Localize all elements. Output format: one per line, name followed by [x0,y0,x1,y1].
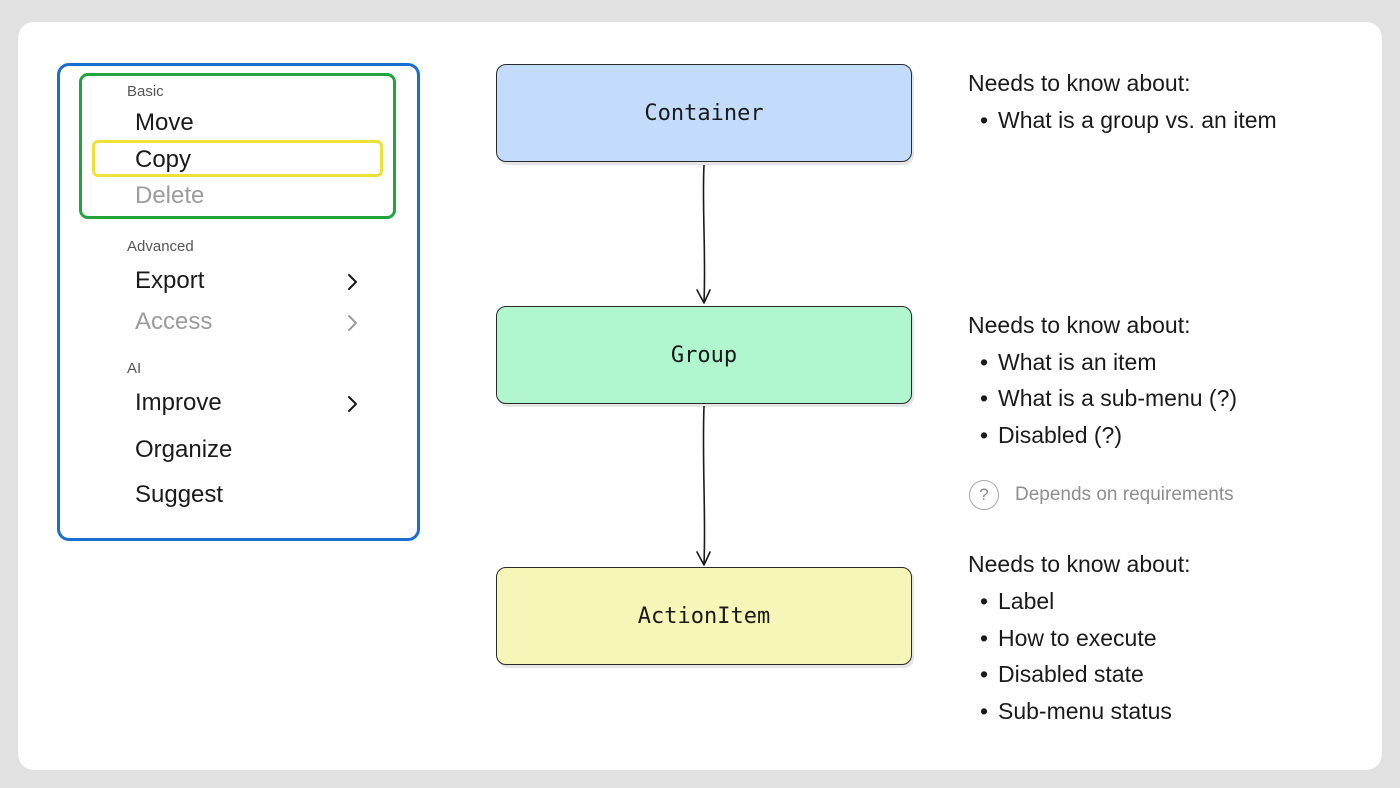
section-label-ai: AI [127,360,142,377]
menu-item-access: Access [135,308,213,335]
menu-item-organize[interactable]: Organize [135,436,233,463]
chevron-right-icon [348,396,357,412]
menu-item-move[interactable]: Move [135,109,194,136]
note-bullet: •Sub-menu status [980,698,1172,724]
legend-text: Depends on requirements [1015,484,1234,505]
menu-item-delete: Delete [135,182,205,209]
legend: ? Depends on requirements [969,480,1234,510]
note-title-group: Needs to know about: [968,312,1191,338]
item-highlight-outline [92,140,383,177]
note-bullet: •How to execute [980,625,1157,651]
note-bullet: •Label [980,588,1055,614]
chevron-right-icon [348,274,357,290]
group-highlight-outline [79,73,396,219]
note-bullet: •What is a sub-menu (?) [980,385,1238,411]
note-bullet: •What is an item [980,349,1157,375]
menu-item-improve[interactable]: Improve [135,389,222,416]
menu-item-export[interactable]: Export [135,267,205,294]
section-label-advanced: Advanced [127,238,194,255]
node-container: Container [496,64,912,162]
section-label-basic: Basic [127,83,164,100]
note-title-actionitem: Needs to know about: [968,551,1191,577]
note-bullet: •Disabled (?) [980,422,1122,448]
question-icon: ? [969,480,999,510]
note-bullet: •What is a group vs. an item [980,107,1277,133]
node-group: Group [496,306,912,404]
note-title-container: Needs to know about: [968,70,1191,96]
menu-item-suggest[interactable]: Suggest [135,481,224,508]
node-actionitem: ActionItem [496,567,912,665]
menu-item-copy[interactable]: Copy [135,146,192,173]
chevron-right-icon [348,315,357,331]
note-bullet: •Disabled state [980,661,1144,687]
container-highlight-outline [57,63,420,541]
